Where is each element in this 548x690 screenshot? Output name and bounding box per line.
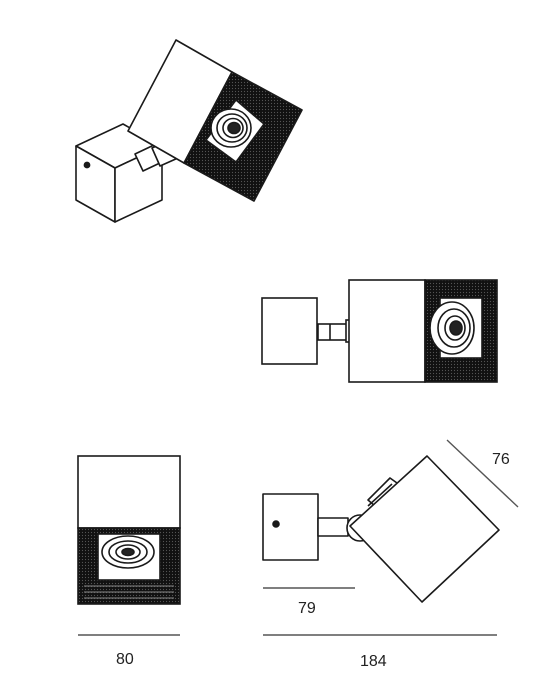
front-head-body bbox=[77, 455, 181, 529]
side-head-body bbox=[348, 279, 426, 383]
dimension-lines bbox=[78, 439, 519, 636]
tilted-screw-hole-icon bbox=[272, 520, 280, 528]
tilted-head bbox=[349, 455, 500, 603]
dimension-label-79: 79 bbox=[298, 600, 316, 617]
dimension-label-184: 184 bbox=[360, 653, 387, 670]
tilted-view bbox=[262, 455, 500, 603]
isometric-view bbox=[75, 39, 303, 223]
iso-screw-hole-icon bbox=[83, 161, 91, 169]
front-view bbox=[77, 455, 181, 605]
dimension-label-76: 76 bbox=[492, 451, 510, 468]
side-arm bbox=[317, 323, 349, 341]
side-view bbox=[261, 279, 498, 383]
tilted-arm bbox=[317, 517, 349, 537]
tilted-mount-box bbox=[262, 493, 319, 561]
dim-line-76 bbox=[446, 439, 519, 508]
side-mount-box bbox=[261, 297, 318, 365]
iso-lamp-head bbox=[127, 39, 303, 202]
dimension-label-80: 80 bbox=[116, 651, 134, 668]
